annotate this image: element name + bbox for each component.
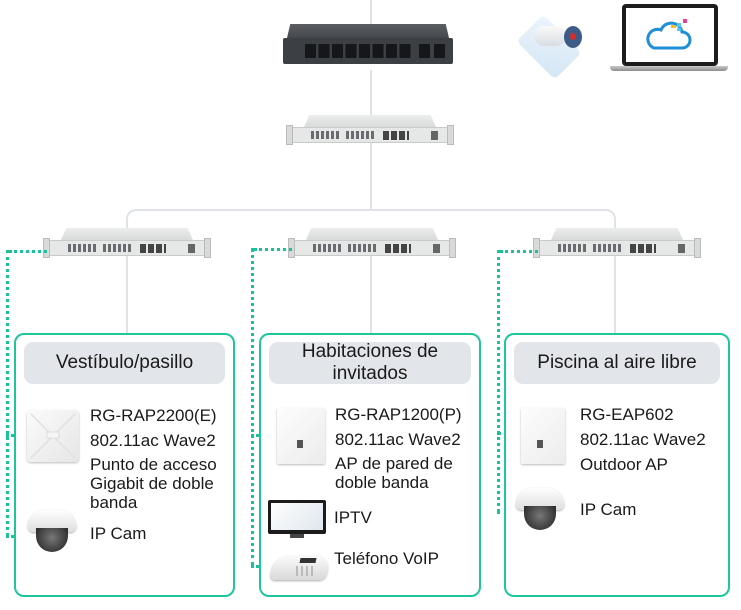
zone-title: Piscina al aire libre	[514, 342, 720, 384]
zone-lobby: Vestíbulo/pasillo	[14, 333, 235, 597]
access-switch-right-icon	[533, 228, 701, 262]
device-label: IPTV	[334, 508, 372, 527]
laptop-cloud-icon	[610, 4, 728, 74]
link-dotted	[254, 248, 292, 254]
device-label: IP Cam	[580, 500, 637, 519]
outdoor-ap-icon	[521, 408, 565, 464]
desktop-poe-switch-icon	[283, 24, 453, 64]
device-label: IP Cam	[90, 524, 147, 543]
core-to-distribution-line	[370, 140, 372, 210]
wall-plate-ap-icon	[277, 408, 325, 464]
ceiling-ap-icon	[27, 410, 79, 462]
camera-cloud-icon	[516, 4, 582, 84]
device-label: RG-EAP602 802.11ac Wave2 Outdoor AP	[580, 405, 706, 474]
access-line-left	[126, 255, 128, 333]
zone-title: Habitaciones de invitados	[269, 341, 471, 384]
device-label: Teléfono VoIP	[334, 549, 439, 568]
access-switch-middle-icon	[288, 228, 456, 262]
link-dotted	[497, 250, 503, 512]
tv-icon	[268, 500, 326, 538]
link-dotted	[6, 250, 12, 536]
access-switch-left-icon	[43, 228, 211, 262]
zone-title: Vestíbulo/pasillo	[24, 342, 225, 384]
access-line-right	[614, 255, 616, 333]
zone-guest-rooms: Habitaciones de invitados	[259, 333, 481, 597]
device-label: RG-RAP2200(E) 802.11ac Wave2 Punto de ac…	[90, 406, 217, 512]
dome-ip-camera-icon	[516, 486, 564, 532]
dome-ip-camera-icon	[28, 508, 76, 554]
link-dotted	[500, 250, 538, 256]
uplink-line-core	[370, 70, 372, 120]
access-line-middle	[370, 255, 372, 333]
core-rack-switch-icon	[286, 115, 454, 149]
device-label: RG-RAP1200(P) 802.11ac Wave2 AP de pared…	[335, 405, 462, 492]
uplink-line-top	[370, 0, 372, 24]
voip-phone-icon	[269, 548, 331, 582]
link-dotted	[251, 248, 257, 566]
link-dotted	[9, 250, 47, 256]
zone-outdoor-pool: Piscina al aire libre	[504, 333, 730, 597]
